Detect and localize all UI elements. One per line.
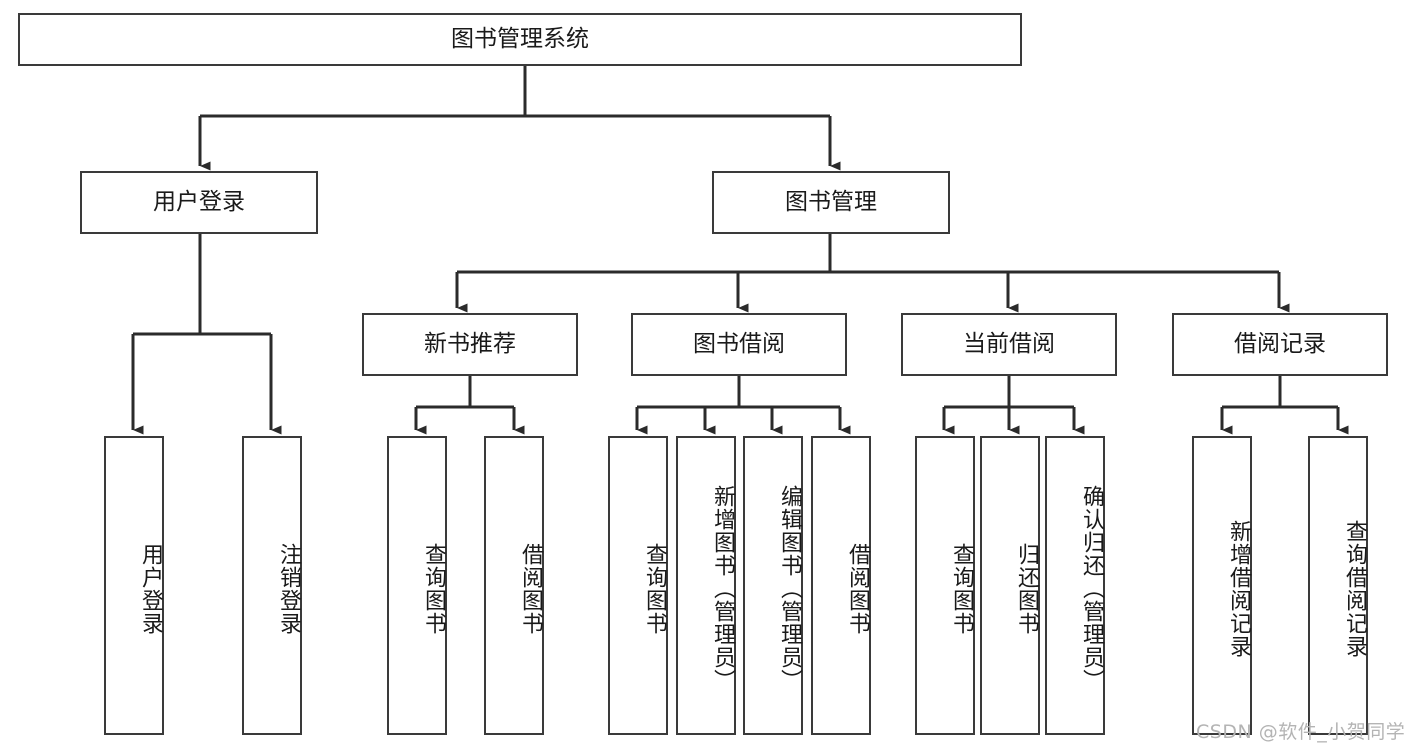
node-label: 新增借阅记录 <box>1226 519 1251 658</box>
node-label: 查询图书 <box>949 542 974 635</box>
node-label: 图书借阅 <box>693 330 785 357</box>
leaf-confirm-return[interactable]: 确认归还（管理员） <box>1045 436 1105 735</box>
leaf-user-login[interactable]: 用户登录 <box>104 436 164 735</box>
leaf-add-book[interactable]: 新增图书（管理员） <box>676 436 736 735</box>
node-label: 查询借阅记录 <box>1342 519 1367 658</box>
node-root-system[interactable]: 图书管理系统 <box>18 13 1022 66</box>
leaf-query-borrow-record[interactable]: 查询借阅记录 <box>1308 436 1368 735</box>
leaf-add-borrow-record[interactable]: 新增借阅记录 <box>1192 436 1252 735</box>
node-label: 新增图书（管理员） <box>710 485 735 692</box>
node-label: 归还图书 <box>1014 542 1039 635</box>
node-book-manage[interactable]: 图书管理 <box>712 171 950 234</box>
leaf-query-book-current[interactable]: 查询图书 <box>915 436 975 735</box>
leaf-borrow-book[interactable]: 借阅图书 <box>811 436 871 735</box>
node-label: 图书管理 <box>785 188 877 215</box>
node-label: 用户登录 <box>153 188 245 215</box>
node-borrow-record[interactable]: 借阅记录 <box>1172 313 1388 376</box>
csdn-watermark: CSDN @软件_小贺同学 <box>1196 721 1405 743</box>
node-label: 借阅记录 <box>1234 330 1326 357</box>
node-label: 查询图书 <box>642 542 667 635</box>
node-label: 新书推荐 <box>424 330 516 357</box>
node-label: 借阅图书 <box>845 542 870 635</box>
leaf-query-book-recommend[interactable]: 查询图书 <box>387 436 447 735</box>
node-label: 图书管理系统 <box>451 25 589 52</box>
node-label: 用户登录 <box>138 542 163 635</box>
leaf-return-book[interactable]: 归还图书 <box>980 436 1040 735</box>
node-label: 注销登录 <box>276 542 301 635</box>
node-label: 编辑图书（管理员） <box>777 485 802 692</box>
node-user-login[interactable]: 用户登录 <box>80 171 318 234</box>
node-label: 查询图书 <box>421 542 446 635</box>
node-label: 确认归还（管理员） <box>1079 485 1104 692</box>
node-label: 当前借阅 <box>963 330 1055 357</box>
node-book-borrow[interactable]: 图书借阅 <box>631 313 847 376</box>
node-label: 借阅图书 <box>518 542 543 635</box>
leaf-query-book-borrow[interactable]: 查询图书 <box>608 436 668 735</box>
leaf-logout[interactable]: 注销登录 <box>242 436 302 735</box>
leaf-borrow-book-recommend[interactable]: 借阅图书 <box>484 436 544 735</box>
leaf-edit-book[interactable]: 编辑图书（管理员） <box>743 436 803 735</box>
node-new-book-recommend[interactable]: 新书推荐 <box>362 313 578 376</box>
node-current-borrow[interactable]: 当前借阅 <box>901 313 1117 376</box>
